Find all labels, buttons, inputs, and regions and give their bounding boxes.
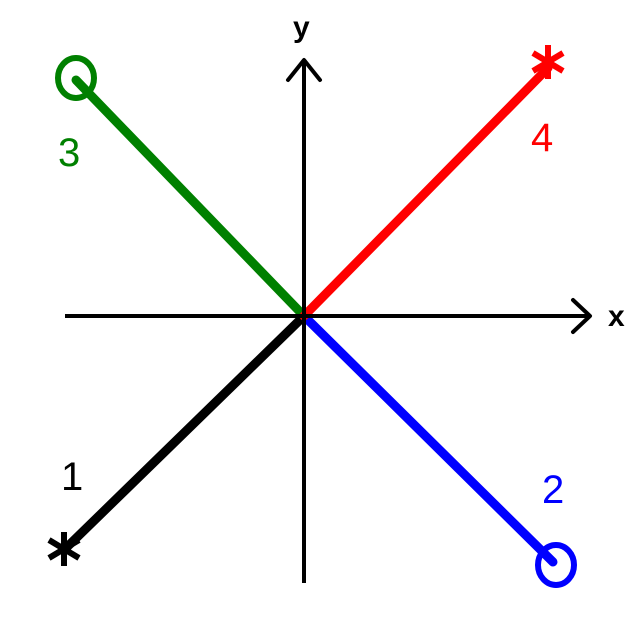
x-axis-label: x <box>608 300 625 333</box>
branch-2-circle-marker <box>535 542 577 588</box>
branch-3-circle-marker <box>55 55 97 101</box>
x-axis-arrowhead <box>571 298 592 334</box>
branch-4-line <box>299 63 553 321</box>
branch-3-line <box>71 75 309 321</box>
branch-3-label: 3 <box>58 131 80 175</box>
branch-1-line <box>60 311 309 554</box>
branch-1-label: 1 <box>61 455 83 499</box>
branch-4-label: 4 <box>531 116 553 160</box>
branch-2-line <box>299 311 558 567</box>
branch-4-asterisk-marker <box>531 45 565 79</box>
coordinate-axes <box>65 58 592 583</box>
y-axis-arrowhead <box>286 58 322 82</box>
branch-2-label: 2 <box>542 468 564 512</box>
y-axis-label: y <box>293 11 310 44</box>
branch-1-asterisk-marker <box>47 532 81 566</box>
